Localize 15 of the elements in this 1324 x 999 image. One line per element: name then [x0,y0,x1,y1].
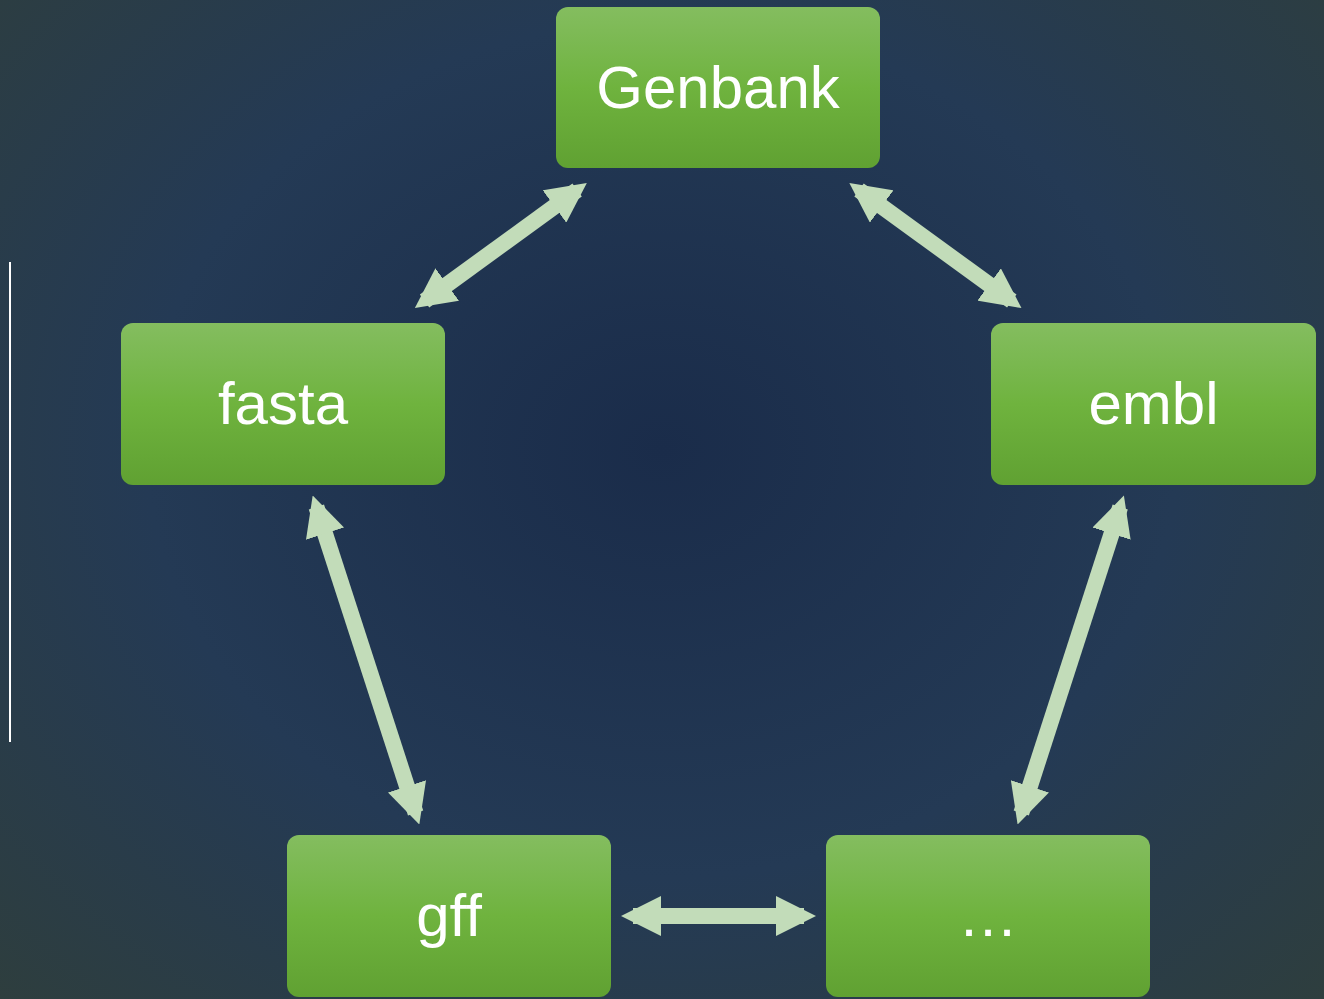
format-box [121,323,445,485]
format-box [991,323,1316,485]
format-box [287,835,611,997]
format-box [556,7,880,168]
format-label: embl [1088,374,1219,434]
format-label: gff [416,886,482,946]
double-arrow [306,495,426,825]
double-arrow [1010,495,1131,825]
double-arrow [414,182,587,309]
format-label: fasta [217,374,349,434]
format-label: Genbank [596,57,840,118]
double-arrow [621,896,816,936]
double-arrow [849,182,1022,309]
format-label: … [958,886,1018,946]
format-box [826,835,1150,997]
